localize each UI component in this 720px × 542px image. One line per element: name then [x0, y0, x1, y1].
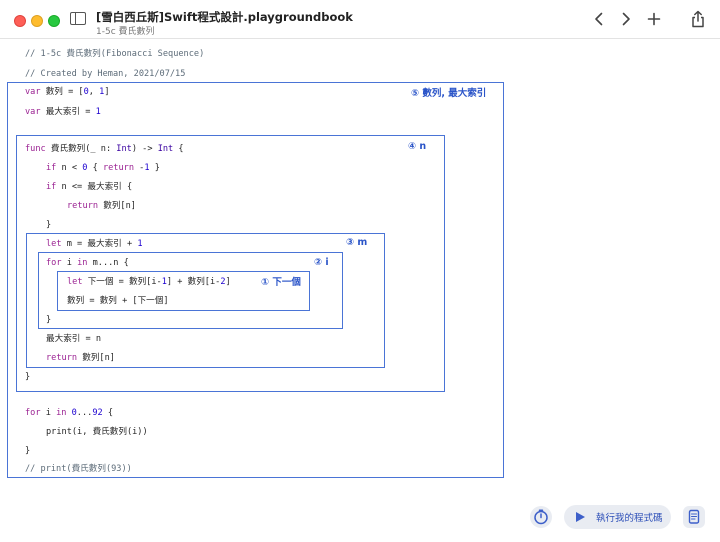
- code-line: 最大索引 = n: [46, 334, 102, 344]
- speedometer-icon[interactable]: [530, 506, 552, 528]
- code-line: let m = 最大索引 + 1: [46, 239, 143, 249]
- annotation-label-3: ③ m: [346, 237, 368, 248]
- zoom-window-button[interactable]: [48, 15, 60, 27]
- annotation-box-4: [16, 135, 445, 392]
- share-icon[interactable]: [690, 10, 706, 28]
- document-icon[interactable]: [683, 506, 705, 528]
- play-icon: [576, 512, 585, 522]
- code-line: let 下一個 = 數列[i-1] + 數列[i-2]: [67, 277, 231, 287]
- code-line: // print(費氏數列(93)): [25, 464, 132, 474]
- code-line: // Created by Heman, 2021/07/15: [25, 69, 186, 79]
- annotation-box-5: [7, 82, 504, 478]
- window-subtitle: 1-5c 費氏數列: [96, 27, 155, 37]
- close-window-button[interactable]: [14, 15, 26, 27]
- code-line: return 數列[n]: [46, 353, 115, 363]
- annotation-box-3: [26, 233, 385, 368]
- code-line: var 最大索引 = 1: [25, 107, 101, 117]
- title-bar: [雪白西丘斯]Swift程式設計.playgroundbook 1-5c 費氏數…: [0, 0, 720, 39]
- code-line: }: [25, 446, 31, 456]
- code-line: for i in m...n {: [46, 258, 129, 268]
- code-line: // 1-5c 費氏數列(Fibonacci Sequence): [25, 49, 205, 59]
- code-line: if n <= 最大索引 {: [46, 182, 133, 192]
- code-line: var 數列 = [0, 1]: [25, 87, 110, 97]
- annotation-label-4: ④ n: [408, 141, 427, 152]
- code-line: return 數列[n]: [67, 201, 136, 211]
- code-line: if n < 0 { return -1 }: [46, 163, 160, 173]
- window-title: [雪白西丘斯]Swift程式設計.playgroundbook: [96, 10, 353, 24]
- code-line: func 費氏數列(_ n: Int) -> Int {: [25, 144, 184, 154]
- code-editor[interactable]: ⑤ 數列, 最大索引 ④ n ③ m ② i ① 下一個 // 1-5c 費氏數…: [0, 39, 720, 542]
- chevron-right-icon[interactable]: [618, 11, 634, 27]
- annotation-box-2: [38, 252, 343, 329]
- minimize-window-button[interactable]: [31, 15, 43, 27]
- sidebar-toggle-icon[interactable]: [70, 12, 86, 25]
- run-button-label: 執行我的程式碼: [596, 513, 663, 524]
- code-line: for i in 0...92 {: [25, 408, 114, 418]
- annotation-label-1: ① 下一個: [261, 277, 301, 288]
- code-line: }: [25, 372, 31, 382]
- annotation-box-1: [57, 271, 310, 311]
- chevron-left-icon[interactable]: [591, 11, 607, 27]
- code-line: }: [46, 220, 52, 230]
- code-line: }: [46, 315, 52, 325]
- plus-icon[interactable]: [646, 11, 662, 27]
- code-line: 數列 = 數列 + [下一個]: [67, 296, 169, 306]
- run-my-code-button[interactable]: 執行我的程式碼: [564, 505, 671, 529]
- code-line: print(i, 費氏數列(i)): [46, 427, 148, 437]
- annotation-label-5: ⑤ 數列, 最大索引: [411, 88, 487, 99]
- annotation-label-2: ② i: [314, 257, 329, 268]
